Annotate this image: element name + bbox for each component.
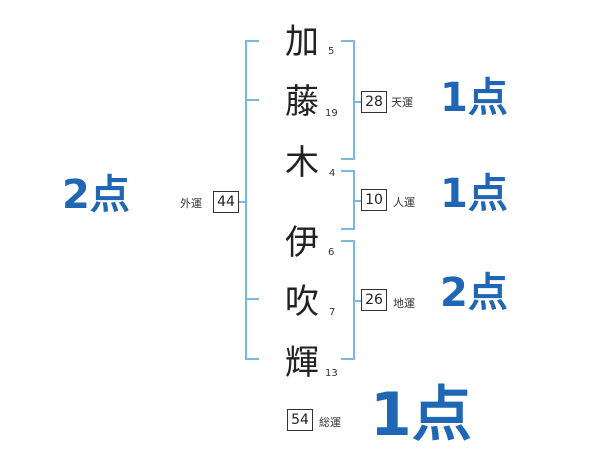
name-char-4: 伊 <box>285 223 319 263</box>
chiun-bracket-bottom <box>341 358 355 360</box>
stroke-count-4: 6 <box>328 247 335 258</box>
tenun-bracket-vertical <box>353 40 355 160</box>
chiun-score: 2点 <box>440 270 508 316</box>
gaiun-score: 2点 <box>62 172 130 218</box>
name-char-6: 輝 <box>285 343 319 383</box>
tenun-value-box: 28 <box>361 91 387 113</box>
tenun-bracket-bottom <box>341 158 355 160</box>
jinun-label: 人運 <box>393 196 415 209</box>
outer-bracket-connector <box>238 201 247 203</box>
stroke-count-1: 5 <box>328 46 335 57</box>
outer-bracket-top <box>245 40 259 42</box>
name-char-5: 吹 <box>285 282 319 322</box>
outer-bracket-tick-2 <box>245 298 259 300</box>
tenun-bracket-top <box>341 40 355 42</box>
tenun-score: 1点 <box>440 75 508 121</box>
souun-label: 総運 <box>319 416 341 429</box>
outer-bracket-vertical <box>245 40 247 360</box>
chiun-bracket-top <box>341 240 355 242</box>
chiun-bracket-connector <box>353 300 361 302</box>
jinun-bracket-bottom <box>341 228 355 230</box>
jinun-bracket-top <box>341 170 355 172</box>
gaiun-label: 外運 <box>180 197 202 210</box>
stroke-count-2: 19 <box>325 108 338 119</box>
jinun-score: 1点 <box>440 171 508 217</box>
stroke-count-3: 4 <box>329 168 336 179</box>
outer-bracket-bottom <box>245 358 259 360</box>
name-char-3: 木 <box>285 143 319 183</box>
souun-score: 1点 <box>370 380 472 450</box>
jinun-value-box: 10 <box>361 189 387 211</box>
jinun-bracket-connector <box>353 200 361 202</box>
souun-value-box: 54 <box>287 409 313 431</box>
stroke-count-6: 13 <box>325 368 338 379</box>
name-char-2: 藤 <box>285 82 319 122</box>
tenun-label: 天運 <box>391 96 413 109</box>
gaiun-value-box: 44 <box>213 191 239 213</box>
stroke-count-5: 7 <box>329 307 336 318</box>
tenun-bracket-connector <box>353 101 361 103</box>
chiun-label: 地運 <box>393 297 415 310</box>
outer-bracket-tick-1 <box>245 99 259 101</box>
name-char-1: 加 <box>285 22 319 62</box>
chiun-value-box: 26 <box>361 289 387 311</box>
